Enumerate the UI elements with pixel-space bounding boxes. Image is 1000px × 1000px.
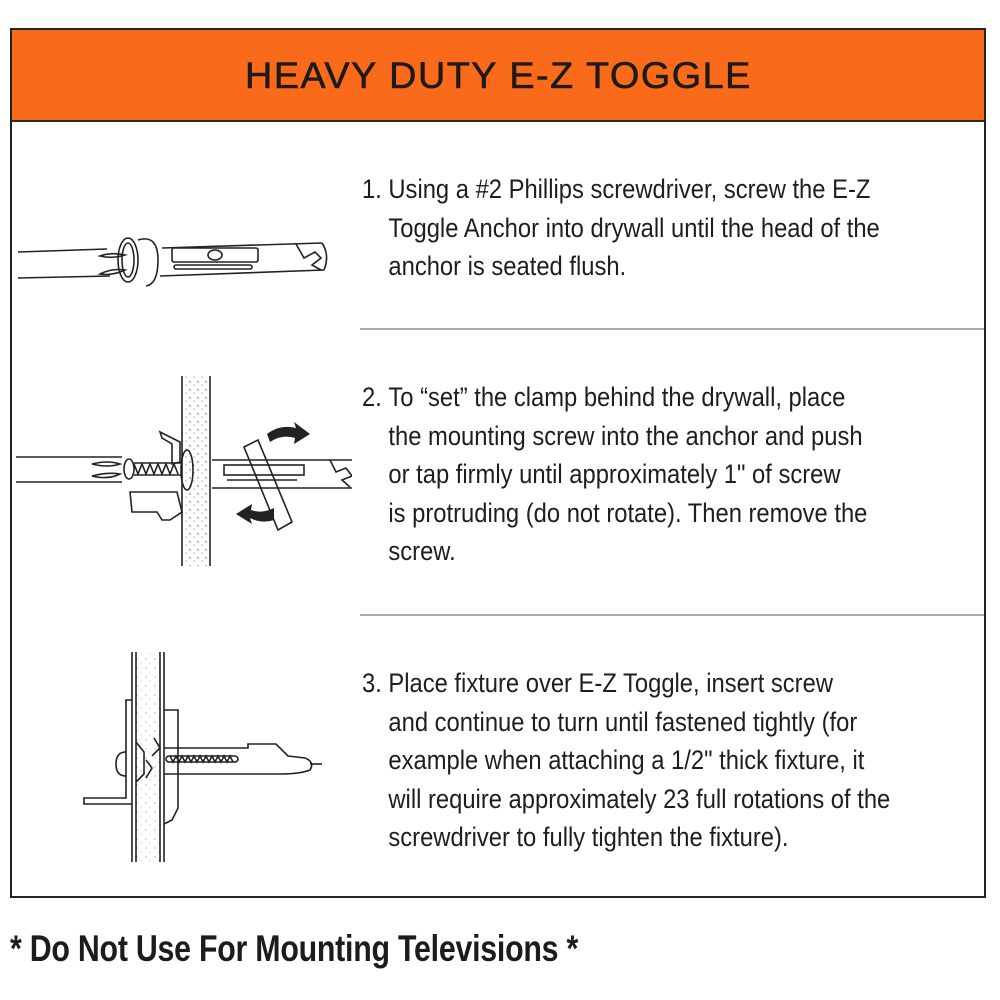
step-3-text: 3.Place fixture over E-Z Toggle, insert …: [362, 664, 978, 857]
step-number: 1.: [362, 174, 382, 204]
drywall-clamp-icon: [16, 376, 352, 566]
clamp-setting-illustration: [12, 372, 352, 572]
fixture-fastened-illustration: [80, 648, 350, 868]
warning-note: * Do Not Use For Mounting Televisions *: [10, 928, 579, 969]
title-bar: HEAVY DUTY E-Z TOGGLE: [12, 30, 984, 122]
page-title: HEAVY DUTY E-Z TOGGLE: [244, 55, 752, 97]
step-divider: [360, 614, 984, 616]
step-1-text: 1.Using a #2 Phillips screwdriver, screw…: [362, 170, 978, 286]
instructions-panel: HEAVY DUTY E-Z TOGGLE: [10, 28, 986, 898]
screwdriver-anchor-illustration: [12, 210, 352, 290]
step-2-text: 2.To “set” the clamp behind the drywall,…: [362, 378, 978, 571]
step-divider: [360, 328, 984, 330]
step-number: 2.: [362, 382, 382, 412]
step-number: 3.: [362, 668, 382, 698]
screwdriver-anchor-icon: [17, 237, 328, 287]
fixture-anchor-icon: [83, 652, 322, 862]
